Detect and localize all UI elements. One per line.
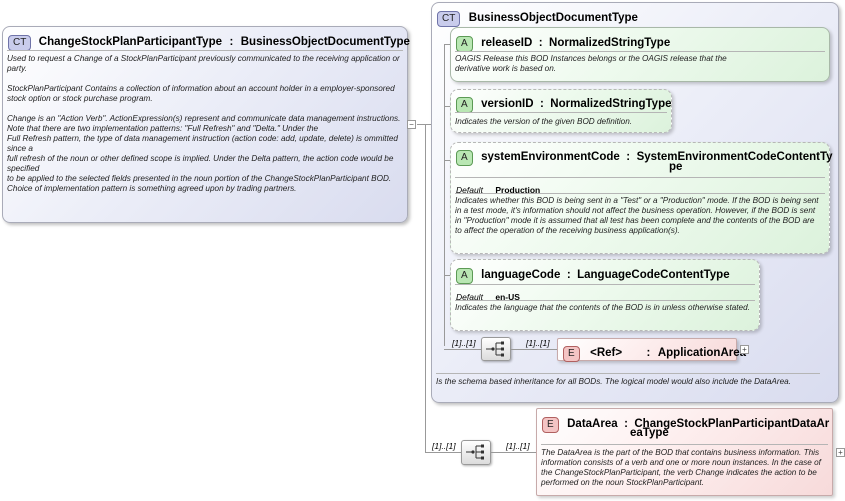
attribute-name: languageCode	[481, 269, 561, 281]
colon-separator: :	[538, 37, 543, 49]
connector	[511, 349, 557, 350]
default-label: Default	[456, 185, 483, 195]
default-row: Default Production	[456, 180, 540, 198]
colon-separator: :	[626, 151, 631, 163]
attribute-separator	[455, 284, 755, 285]
attribute-name: systemEnvironmentCode	[481, 151, 620, 163]
attribute-type: SystemEnvironmentCodeContentTy	[636, 151, 833, 163]
attribute-type: NormalizedStringType	[550, 98, 672, 110]
attribute-icon: A	[456, 36, 473, 52]
element-header: E DataArea : ChangeStockPlanParticipantD…	[542, 414, 829, 433]
attribute-name: releaseID	[481, 37, 533, 49]
element-type-continued: eaType	[630, 427, 669, 439]
base-type-description: Is the schema based inheritance for all …	[436, 377, 791, 386]
sequence-multiplicity: [1]..[1]	[452, 338, 476, 348]
colon-separator: :	[646, 347, 651, 359]
attribute-icon: A	[456, 268, 473, 284]
sequence-icon	[466, 444, 484, 460]
colon-separator: :	[229, 36, 234, 48]
attribute-header: A versionID : NormalizedStringType	[456, 94, 672, 113]
element-multiplicity: [1]..[1]	[506, 441, 530, 451]
attribute-separator	[455, 112, 667, 113]
attribute-type: LanguageCodeContentType	[577, 269, 730, 281]
element-data-area[interactable]: E DataArea : ChangeStockPlanParticipantD…	[536, 408, 833, 496]
element-icon: E	[542, 417, 559, 433]
attribute-separator	[455, 177, 825, 178]
connector	[444, 44, 445, 346]
connector	[417, 124, 425, 125]
element-name: ApplicationArea	[657, 347, 747, 359]
connector	[425, 124, 426, 452]
sequence-multiplicity: [1]..[1]	[432, 441, 456, 451]
connector	[491, 452, 536, 453]
element-description: The DataArea is the part of the BOD that…	[541, 448, 821, 487]
element-type: ChangeStockPlanParticipantDataAr	[634, 418, 830, 430]
complex-type-icon: CT	[8, 35, 32, 51]
attribute-separator	[455, 193, 825, 194]
sequence-icon	[486, 341, 504, 357]
connector	[425, 124, 432, 125]
complex-type-icon: CT	[437, 11, 461, 27]
attribute-type-continued: pe	[669, 161, 683, 173]
attribute-system-environment-code: A systemEnvironmentCode : SystemEnvironm…	[450, 142, 833, 254]
attribute-language-code: A languageCode : LanguageCodeContentType…	[450, 259, 760, 331]
attribute-separator	[455, 51, 825, 52]
connector	[425, 452, 461, 453]
base-type-header: CT BusinessObjectDocumentType	[437, 8, 638, 27]
attribute-description: Indicates the version of the given BOD d…	[455, 117, 633, 126]
colon-separator: :	[540, 98, 544, 110]
default-value: en-US	[495, 292, 520, 302]
root-description: Used to request a Change of a StockPlanP…	[7, 54, 401, 193]
attribute-icon: A	[456, 97, 473, 113]
attribute-header: A releaseID : NormalizedStringType	[456, 33, 670, 52]
root-type-name: ChangeStockPlanParticipantType	[38, 36, 222, 48]
element-application-area[interactable]: E <Ref> : ApplicationArea	[557, 338, 746, 362]
attribute-icon: A	[456, 150, 473, 166]
sequence-compositor[interactable]	[461, 440, 491, 465]
attribute-separator	[455, 300, 755, 301]
collapse-toggle[interactable]: −	[407, 120, 416, 129]
colon-separator: :	[566, 269, 571, 281]
root-header: CT ChangeStockPlanParticipantType : Busi…	[8, 32, 410, 51]
attribute-version-id: A versionID : NormalizedStringType Indic…	[450, 89, 672, 133]
attribute-description: Indicates whether this BOD is being sent…	[455, 196, 819, 235]
connector	[444, 44, 450, 45]
sequence-compositor[interactable]	[481, 337, 511, 361]
attribute-name: versionID	[481, 98, 534, 110]
default-row: Default en-US	[456, 287, 520, 305]
connector	[444, 106, 450, 107]
element-separator	[541, 444, 828, 445]
default-value: Production	[495, 185, 541, 195]
root-separator	[7, 50, 403, 51]
attribute-description: Indicates the language that the contents…	[455, 303, 750, 312]
root-complex-type-box: CT ChangeStockPlanParticipantType : Busi…	[2, 26, 410, 223]
colon-separator: :	[624, 418, 628, 430]
attribute-release-id: A releaseID : NormalizedStringType OAGIS…	[450, 27, 830, 82]
root-base-type: BusinessObjectDocumentType	[240, 36, 410, 48]
element-icon: E	[563, 346, 580, 362]
element-name: DataArea	[567, 418, 618, 430]
attribute-header: A languageCode : LanguageCodeContentType	[456, 265, 730, 284]
connector	[444, 349, 481, 350]
expand-toggle[interactable]: +	[836, 448, 845, 457]
expand-toggle[interactable]: +	[740, 345, 749, 354]
base-type-separator	[436, 373, 820, 374]
ref-label: <Ref>	[590, 347, 623, 359]
attribute-header: A systemEnvironmentCode : SystemEnvironm…	[456, 147, 833, 166]
connector	[444, 160, 450, 161]
connector	[444, 275, 450, 276]
attribute-type: NormalizedStringType	[549, 37, 671, 49]
attribute-description: OAGIS Release this BOD Instances belongs…	[455, 54, 727, 73]
default-label: Default	[456, 292, 483, 302]
element-multiplicity: [1]..[1]	[526, 338, 550, 348]
element-header: E <Ref> : ApplicationArea	[563, 343, 746, 362]
base-type-name: BusinessObjectDocumentType	[468, 12, 638, 24]
